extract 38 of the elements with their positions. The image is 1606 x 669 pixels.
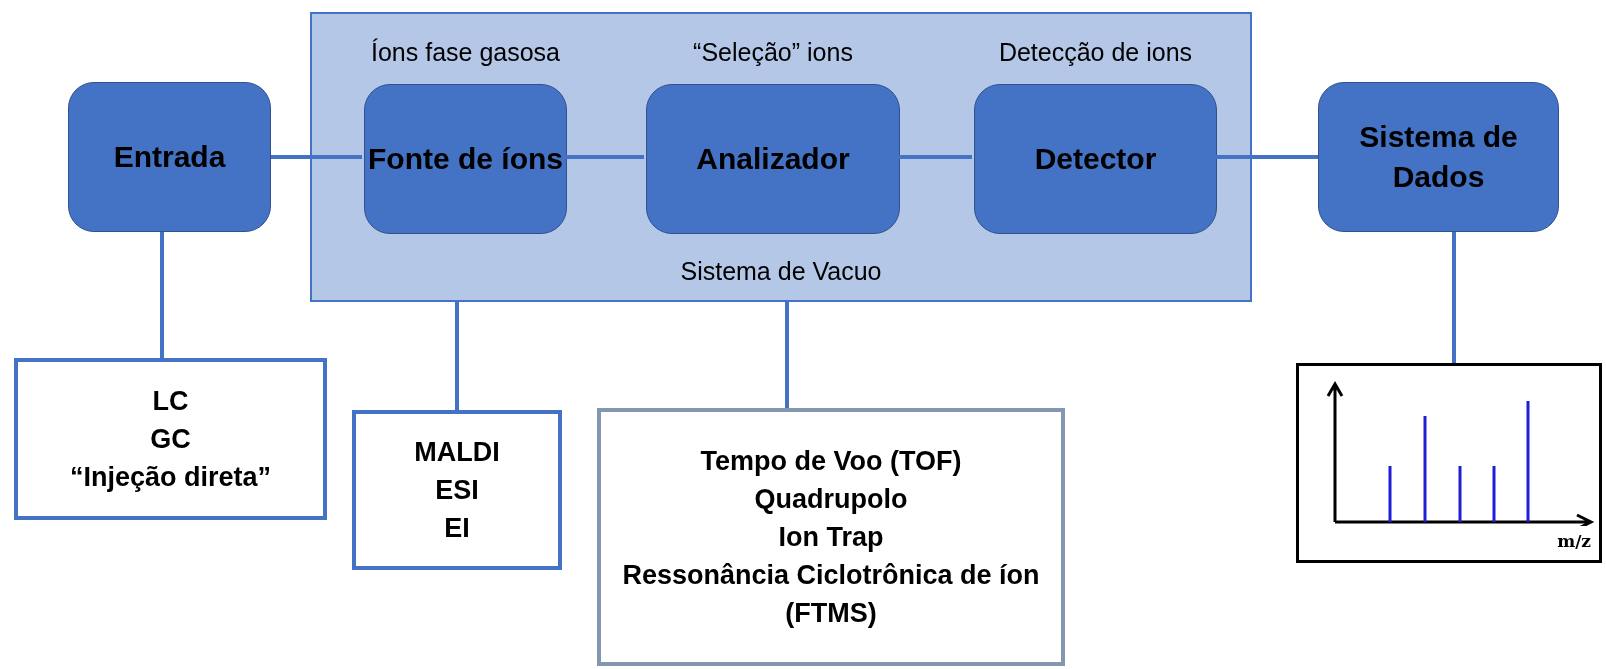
method-list-box [352,410,562,570]
connector-line [565,155,644,159]
axis-label: m/z [1557,529,1591,553]
connector-line [455,302,459,410]
box-label: Sistema de Dados [1358,119,1519,195]
connector-line [271,155,362,159]
stage-caption: “Seleção” ions [692,37,854,68]
connector-line [898,155,972,159]
process-box [974,84,1217,234]
spectrum-box [1296,363,1602,563]
connector-line [1452,232,1456,363]
box-label: ESI [435,474,479,507]
connector-line [160,232,164,358]
stage-caption: Íons fase gasosa [370,37,561,68]
box-label: Fonte de íons [368,141,563,177]
process-box [68,82,271,232]
box-label: Ion Trap [778,521,884,554]
box-label: Detector [1034,141,1157,177]
box-label: Ressonância Ciclotrônica de íon (FTMS) [621,559,1041,630]
process-box [364,84,567,234]
box-label: “Injeção direta” [69,461,272,494]
method-list-box [14,358,327,520]
box-label: GC [150,423,191,456]
connector-line [785,302,789,408]
connector-line [1215,155,1318,159]
box-label: LC [152,385,189,418]
box-label: MALDI [414,436,500,469]
box-label: Analizador [696,141,850,177]
process-box [1318,82,1559,232]
process-box [646,84,900,234]
box-label: Entrada [113,139,226,175]
box-label: Tempo de Voo (TOF) [700,445,962,478]
vacuum-system-panel [310,12,1252,302]
method-list-box [597,408,1065,666]
box-label: Quadrupolo [754,483,908,516]
box-label: EI [444,512,470,545]
stage-caption: Detecção de ions [997,37,1194,68]
panel-label: Sistema de Vacuo [680,255,882,287]
